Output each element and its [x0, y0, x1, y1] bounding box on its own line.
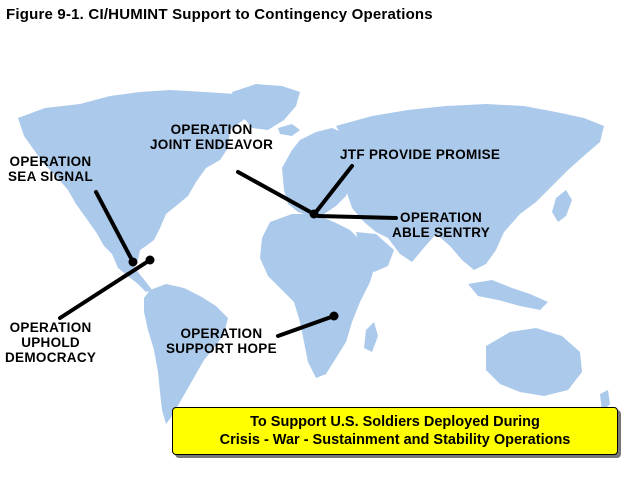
africa-landmass	[260, 214, 376, 378]
figure-title: Figure 9-1. CI/HUMINT Support to Conting…	[6, 6, 433, 23]
leader-line-support-hope	[276, 314, 336, 338]
asia-landmass	[336, 104, 604, 270]
location-dot	[128, 257, 138, 267]
label-line: OPERATION	[180, 326, 263, 341]
support-callout-box: To Support U.S. Soldiers Deployed During…	[172, 407, 618, 455]
greenland-landmass	[232, 84, 300, 130]
leader-line-provide-promise	[314, 164, 354, 214]
indonesia-landmass	[468, 280, 548, 310]
label-line: UPHOLD	[21, 335, 80, 350]
label-line: OPERATION	[9, 320, 92, 335]
leader-line-sea-signal	[94, 190, 135, 264]
leader-line-joint-endeavor	[236, 170, 316, 216]
label-operation-joint-endeavor: OPERATION JOINT ENDEAVOR	[150, 122, 273, 152]
south-america-landmass	[144, 284, 228, 424]
label-line: SUPPORT HOPE	[166, 341, 277, 356]
label-line: ABLE SENTRY	[392, 225, 491, 240]
japan-landmass	[552, 190, 572, 222]
location-dot	[329, 311, 339, 321]
label-operation-support-hope: OPERATION SUPPORT HOPE	[166, 326, 277, 356]
operation-markers	[58, 164, 398, 338]
label-line: OPERATION	[400, 210, 482, 225]
label-operation-uphold-democracy: OPERATION UPHOLD DEMOCRACY	[5, 320, 96, 365]
australia-landmass	[486, 328, 582, 396]
label-line: SEA SIGNAL	[8, 169, 94, 184]
madagascar-landmass	[364, 322, 378, 352]
label-line: JTF PROVIDE PROMISE	[340, 147, 501, 162]
arabia-landmass	[356, 232, 394, 272]
label-operation-sea-signal: OPERATION SEA SIGNAL	[8, 154, 93, 184]
landmasses	[18, 84, 610, 424]
label-operation-able-sentry: OPERATION ABLE SENTRY	[392, 210, 490, 240]
label-line: OPERATION	[9, 154, 92, 169]
leader-line-able-sentry	[316, 214, 398, 220]
north-america-landmass	[18, 90, 250, 262]
leader-line-uphold-democracy	[58, 258, 152, 320]
location-dot	[145, 255, 155, 265]
callout-line-1: To Support U.S. Soldiers Deployed During	[250, 414, 540, 430]
label-line: JOINT ENDEAVOR	[150, 137, 274, 152]
iceland-landmass	[278, 124, 300, 136]
label-line: OPERATION	[170, 122, 253, 137]
callout-line-2: Crisis - War - Sustainment and Stability…	[219, 432, 571, 448]
label-jtf-provide-promise: JTF PROVIDE PROMISE	[340, 147, 500, 162]
europe-landmass	[282, 128, 358, 216]
label-line: DEMOCRACY	[5, 350, 97, 365]
new-zealand-landmass	[600, 390, 610, 412]
